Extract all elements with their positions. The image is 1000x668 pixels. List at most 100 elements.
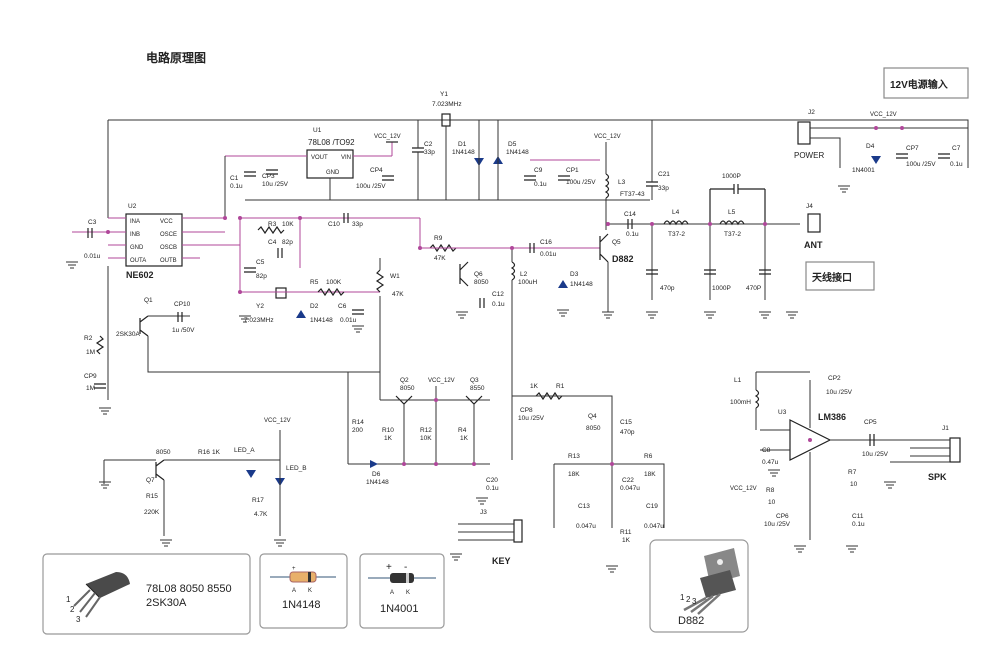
y1-label: Y1 — [440, 91, 448, 98]
r16-label: R16 — [198, 449, 210, 456]
u1-part: 78L08 /TO92 — [308, 138, 355, 147]
l3-inductor — [604, 173, 610, 199]
r13-val: 18K — [568, 471, 580, 478]
c12-cap — [479, 298, 485, 308]
j2-label: J2 — [808, 109, 815, 116]
r17-val: 4.7K — [254, 511, 268, 518]
d4-label: D4 — [866, 143, 875, 150]
d882-pin-1: 1 — [680, 593, 685, 602]
cp7-cap — [896, 153, 908, 159]
cp10-val: 1u /50V — [172, 327, 195, 334]
cp1-label: CP1 — [566, 167, 579, 174]
r1-wire — [512, 395, 613, 528]
cap-1000p-top-symbol — [709, 184, 766, 224]
r3-resistor — [257, 225, 285, 235]
c20-val: 0.1u — [486, 485, 499, 492]
j1-speaker-jack[interactable] — [949, 437, 961, 463]
q4-label: Q4 — [588, 413, 597, 420]
cp5-val: 10u /25V — [862, 451, 889, 458]
j4-connector[interactable] — [807, 213, 821, 233]
j3-label: J3 — [480, 509, 487, 516]
vcc-label-2: VCC_12V — [594, 134, 621, 140]
c4-label: C4 — [268, 239, 277, 246]
junction-nodes — [106, 126, 904, 466]
u2-chip — [125, 213, 183, 267]
c7-label: C7 — [952, 145, 961, 152]
c14-label: C14 — [624, 211, 636, 218]
j1-label: J1 — [942, 425, 949, 432]
q1-label: Q1 — [144, 297, 153, 304]
legend-1n4001-minus: - — [404, 562, 407, 573]
u2-pin-gnd: GND — [130, 245, 144, 251]
j2-power-jack[interactable] — [797, 121, 811, 145]
cp7-val: 100u /25V — [906, 161, 936, 168]
y2-val: 7.023MHz — [244, 317, 274, 324]
1n4001-diode-icon — [368, 573, 436, 583]
legend-1n4148-plus: + — [292, 566, 296, 572]
c9-val: 0.1u — [534, 181, 547, 188]
r6-val: 18K — [644, 471, 656, 478]
legend-1n4148-a: A — [292, 588, 296, 594]
u2-pin-ina: INA — [130, 219, 140, 225]
ground-bus-top — [245, 178, 650, 201]
r8-val: 10 — [768, 499, 776, 506]
legend-1n4001-label: 1N4001 — [380, 603, 419, 615]
legend-1n4001-plus: + — [386, 562, 392, 573]
d3-label: D3 — [570, 271, 579, 278]
q4-part: 8050 — [586, 425, 601, 432]
j4-label: J4 — [806, 203, 813, 210]
j3-key-jack[interactable] — [513, 519, 523, 543]
c5-val: 82p — [256, 273, 267, 280]
r14-val: 200 — [352, 427, 363, 434]
q2-label: Q2 — [400, 377, 409, 384]
to92-pin-2: 2 — [70, 605, 75, 614]
c21-val: 33p — [658, 185, 669, 192]
cp1-cap — [558, 175, 570, 181]
d4-part: 1N4001 — [852, 167, 875, 174]
page-title: 电路原理图 — [146, 50, 206, 65]
vcc-label-5: VCC_12V — [264, 418, 291, 424]
r17-label: R17 — [252, 497, 264, 504]
c10-cap — [343, 213, 349, 223]
power-input-label: 12V电源输入 — [890, 78, 948, 91]
cp5-label: CP5 — [864, 419, 877, 426]
r10-val: 1K — [384, 435, 393, 442]
c21-cap — [646, 181, 658, 187]
c3-label: C3 — [88, 219, 97, 226]
cap-1000p-b: 1000P — [712, 285, 731, 292]
u1-vin: VIN — [341, 155, 351, 161]
c22-label: C22 — [622, 477, 634, 484]
c2-val: 33p — [424, 149, 435, 156]
cp9-val: 1M — [86, 385, 95, 392]
cp2-label: CP2 — [828, 375, 841, 382]
c14-val: 0.1u — [626, 231, 639, 238]
d4-diode — [871, 156, 881, 164]
l4-val: T37-2 — [668, 231, 685, 238]
d3-part: 1N4148 — [570, 281, 593, 288]
cp10-cap — [177, 312, 183, 322]
c12-val: 0.1u — [492, 301, 505, 308]
c9-cap — [524, 175, 536, 181]
cp1-val: 100u /25V — [566, 179, 596, 186]
u1-label: U1 — [313, 127, 322, 134]
cp3-val: 10u /25V — [262, 181, 289, 188]
c16-val: 0.01u — [540, 251, 557, 258]
c2-cap — [412, 147, 424, 153]
c8-label: C8 — [762, 447, 771, 454]
c6-val: 0.01u — [340, 317, 357, 324]
r2-resistor — [95, 335, 105, 355]
key-label: KEY — [492, 556, 511, 566]
c19-label: C19 — [646, 503, 658, 510]
q5-part: D882 — [612, 254, 634, 264]
r11-val: 1K — [622, 537, 631, 544]
c15-label: C15 — [620, 419, 632, 426]
u2-pin-osce: OSCE — [160, 232, 177, 238]
c13-label: C13 — [578, 503, 590, 510]
d2-diode — [296, 310, 306, 318]
c4-val: 82p — [282, 239, 293, 246]
led-a — [246, 470, 256, 478]
u1-wires — [225, 142, 393, 157]
legend-1n4001-a: A — [390, 590, 394, 596]
ground-symbols — [66, 185, 896, 573]
